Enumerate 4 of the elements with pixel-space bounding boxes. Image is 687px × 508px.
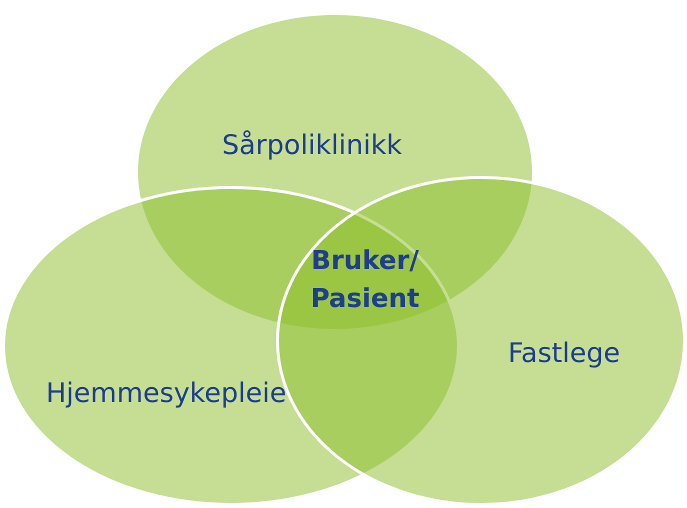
overlap-label: Bruker/ Pasient bbox=[310, 245, 420, 316]
circle-label: Fastlege bbox=[508, 338, 620, 369]
circle-label: Hjemmesykepleie bbox=[46, 378, 286, 409]
circle-label: Sårpoliklinikk bbox=[222, 130, 402, 161]
